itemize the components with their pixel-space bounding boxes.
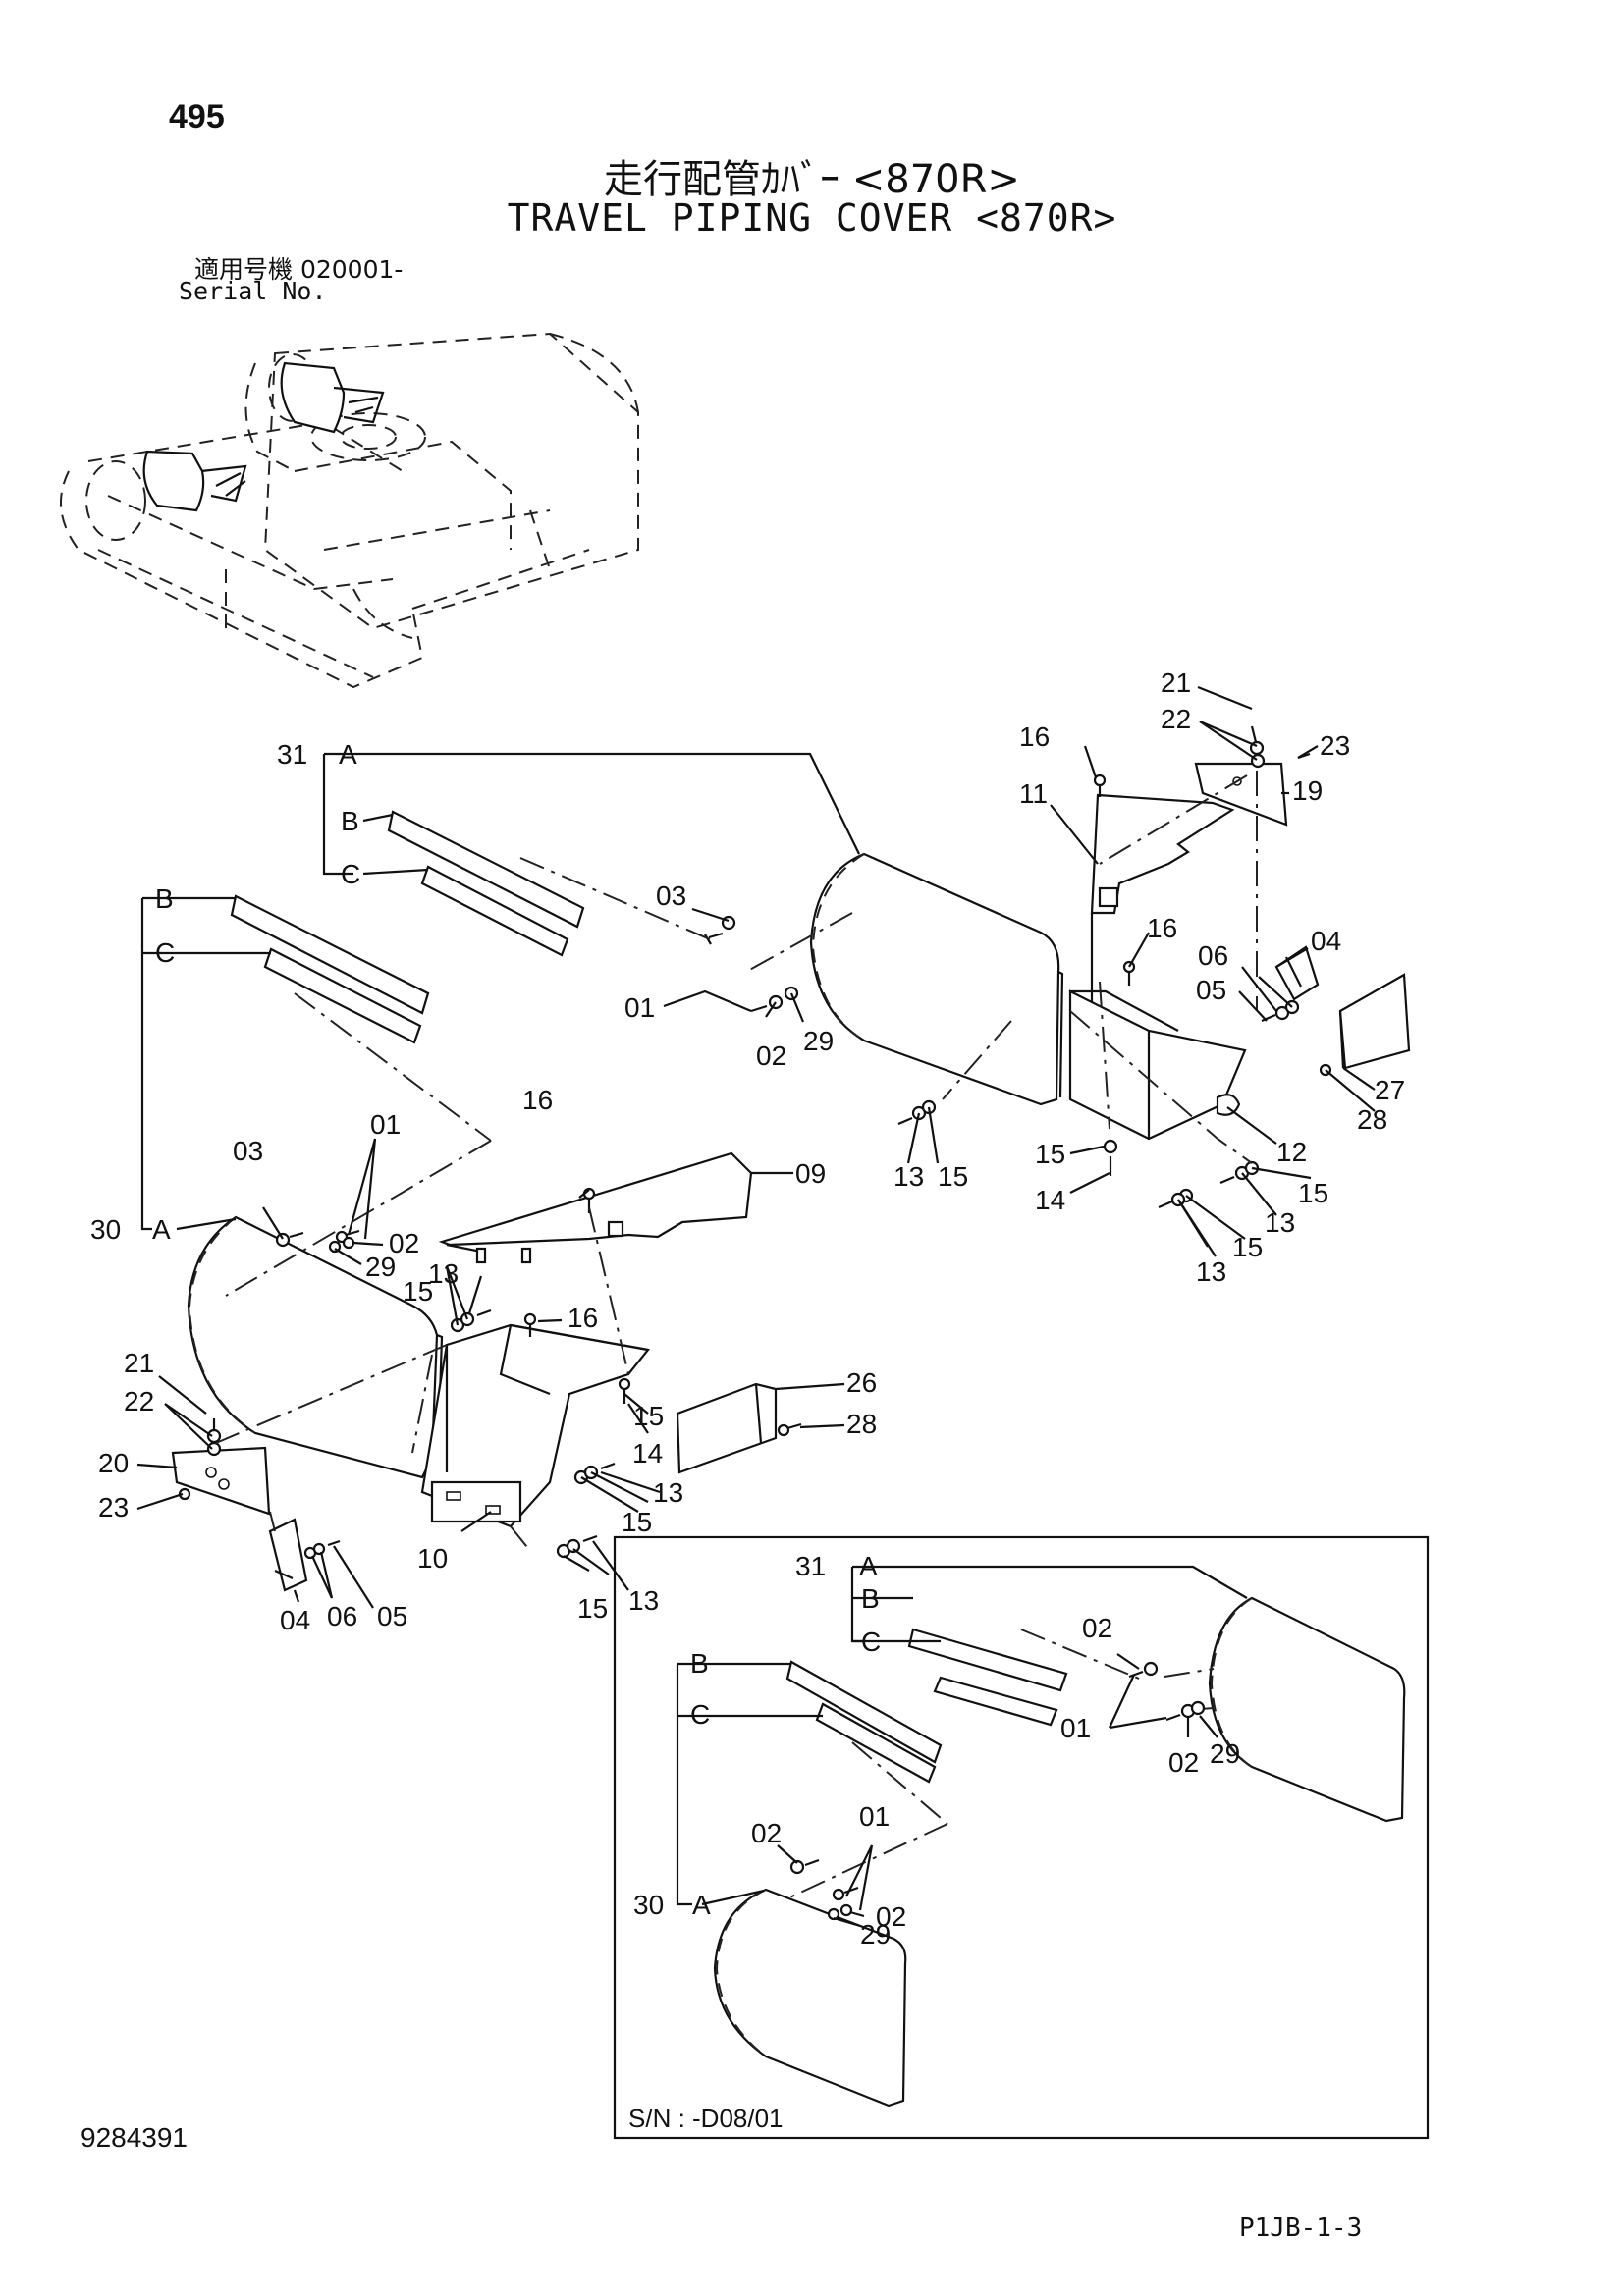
label-30: 30 [90,1214,121,1245]
document-number: 9284391 [81,2122,189,2153]
label-04-left: 04 [280,1605,310,1635]
title-japanese: 走行配管ｶﾊﾞｰ <870R> [604,157,1020,202]
label-16-left-mid: 16 [568,1303,598,1333]
label-02-left: 02 [389,1228,419,1258]
inset-label-02-mid: 02 [1168,1747,1199,1778]
label-c-left: C [155,937,175,968]
label-05-right: 05 [1196,975,1226,1005]
inset-label-c: C [690,1699,710,1730]
title-english: TRAVEL PIPING COVER <870R> [507,196,1117,240]
inset-label-01-left: 01 [859,1801,890,1832]
label-01-left: 01 [370,1109,401,1140]
inset-label-02-upper: 02 [1082,1613,1112,1643]
label-05-left: 05 [377,1601,407,1631]
inset-label-b: B [690,1648,709,1679]
part-04-left [268,1518,308,1592]
center-lines [215,771,1258,1552]
label-10: 10 [417,1543,448,1574]
machine-key-map [60,332,639,689]
label-13-upper: 13 [893,1161,924,1192]
label-11: 11 [1019,778,1048,809]
inset-label-30: 30 [633,1890,664,1920]
label-28-left: 28 [846,1409,877,1439]
label-30-a: A [152,1214,171,1245]
page-number: 495 [169,98,225,135]
label-02-upper: 02 [756,1041,786,1071]
label-15-left-b: 15 [633,1401,664,1431]
part-20-plate [171,1446,271,1516]
label-15-left-c: 15 [622,1507,652,1537]
inset-label-02-right: 02 [876,1901,906,1932]
label-04-right: 04 [1311,926,1341,956]
sheet-code: P1JB-1-3 [1239,2214,1363,2243]
inset-label-02-left: 02 [751,1818,782,1848]
label-22-left: 22 [124,1386,154,1416]
label-16-right-mid: 16 [1147,913,1177,943]
label-03-left: 03 [233,1136,263,1166]
label-09: 09 [795,1158,826,1189]
part-31-pads [387,810,585,957]
label-15-right-a: 15 [1298,1178,1328,1208]
inset-frame: 31 A B C B C 30 A 02 01 02 29 02 01 02 2… [613,1535,1430,2140]
inset-label-30-a: A [692,1890,711,1920]
label-21-right: 21 [1161,667,1191,698]
inset-label-31-b: B [861,1583,880,1614]
inset-label-29-lower: 29 [860,1919,891,1949]
part-30-pads [230,894,430,1044]
label-31-c: C [341,859,360,889]
callout-labels: 31 A B C B C 30 A 03 01 02 29 21 22 23 1… [90,667,1405,1635]
inset-label-01-upper: 01 [1060,1713,1091,1743]
label-22-right: 22 [1161,704,1191,734]
label-13-left-b: 13 [653,1477,683,1508]
label-12: 12 [1276,1137,1307,1167]
label-15-left-d: 15 [577,1593,608,1624]
label-14-right: 14 [1035,1185,1065,1215]
leader-lines [136,685,1376,1609]
inset-label-29-upper: 29 [1210,1738,1240,1769]
label-29-left: 29 [365,1252,396,1282]
label-06-right: 06 [1198,940,1228,971]
label-13-right-b: 13 [1196,1256,1226,1287]
label-27: 27 [1375,1075,1405,1105]
label-15-right-b: 15 [1232,1232,1263,1262]
label-23-left: 23 [98,1492,129,1522]
label-26: 26 [846,1367,877,1398]
label-15-upper: 15 [938,1161,968,1192]
label-23-right: 23 [1320,730,1350,761]
part-10-bracket [420,1323,651,1528]
part-26-plate [676,1382,778,1474]
label-16-right-top: 16 [1019,721,1050,752]
part-12-bracket [1068,989,1247,1141]
part-27-plate [1338,973,1411,1070]
label-29-upper: 29 [803,1026,834,1056]
label-03-upper: 03 [656,881,686,911]
inset-label-31: 31 [795,1551,826,1581]
label-06-left: 06 [327,1601,357,1631]
inset-serial-note: S/N : -D08/01 [628,2104,784,2133]
label-14-left: 14 [632,1438,663,1468]
label-31: 31 [277,739,307,770]
inset-label-31-c: C [861,1627,881,1657]
part-09-cover [438,1151,753,1264]
label-16-left: 16 [522,1085,553,1115]
label-19: 19 [1292,775,1323,806]
label-31-b: B [341,806,359,836]
label-13-left-a: 13 [428,1258,459,1289]
serial-label-japanese: 適用号機 020001- [194,255,404,284]
part-11-bracket [1090,793,1235,1011]
serial-label-english: Serial No. [179,277,327,305]
label-13-right-a: 13 [1265,1207,1295,1238]
label-21-left: 21 [124,1348,154,1378]
label-b-left: B [155,883,174,914]
label-15-mid-a: 15 [1035,1139,1065,1169]
part-31-cover [809,852,1064,1106]
inset-label-31-a: A [859,1551,878,1581]
label-28-right: 28 [1357,1104,1387,1135]
label-31-a: A [339,739,357,770]
label-01-upper: 01 [624,992,655,1023]
label-15-left-a: 15 [403,1276,433,1307]
label-20: 20 [98,1448,129,1478]
label-13-left-c: 13 [628,1585,659,1616]
